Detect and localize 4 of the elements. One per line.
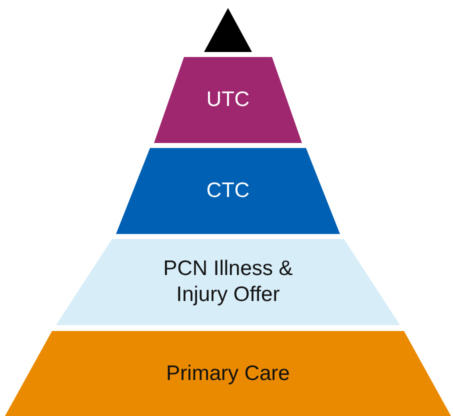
tier-label: Primary Care: [165, 360, 291, 386]
tier-label: CTC: [205, 178, 251, 204]
tier-label: UTC: [206, 87, 250, 113]
tier-label: PCN Illness & Injury Offer: [162, 256, 294, 308]
